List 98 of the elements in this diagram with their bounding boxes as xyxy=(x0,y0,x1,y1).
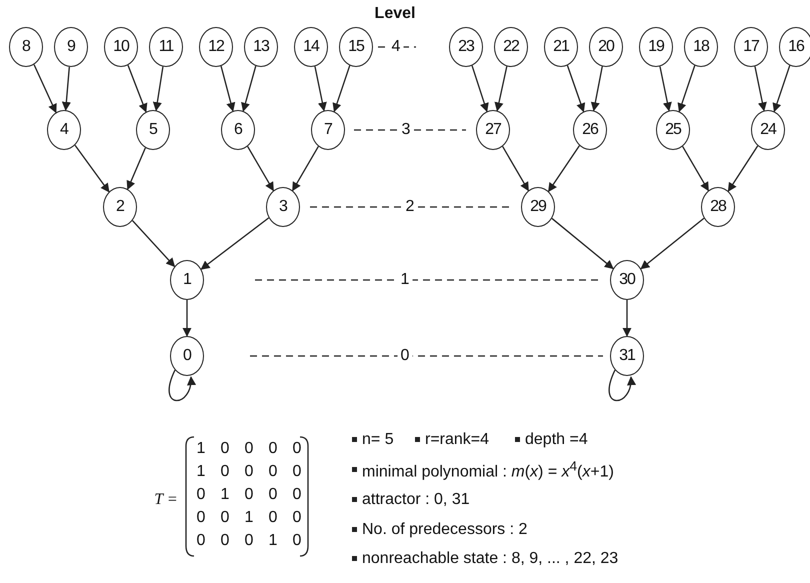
matrix-entry: 0 xyxy=(292,440,302,458)
state-circle: 26 xyxy=(573,110,607,150)
state-circle: 12 xyxy=(199,27,233,67)
matrix-entry: 0 xyxy=(268,463,278,481)
state-circle: 0 xyxy=(170,336,204,376)
arrow xyxy=(126,148,146,190)
state-circle: 13 xyxy=(244,27,278,67)
matrix-entry: 0 xyxy=(244,440,254,458)
state-circle: 22 xyxy=(494,27,528,67)
state-circle: 17 xyxy=(734,27,768,67)
arrow xyxy=(471,65,489,112)
state-circle: 4 xyxy=(47,110,81,150)
arrow xyxy=(622,300,632,337)
state-circle: 23 xyxy=(449,27,483,67)
property-text: No. of predecessors : 2 xyxy=(362,521,528,539)
matrix-entry: 0 xyxy=(220,440,230,458)
arrow xyxy=(127,64,148,113)
arrow xyxy=(772,65,790,112)
level-heading: Level xyxy=(374,5,416,23)
matrix-entry: 1 xyxy=(196,440,206,458)
arrow xyxy=(168,370,196,402)
state-circle: 15 xyxy=(339,27,373,67)
matrix-entry: 0 xyxy=(220,509,230,527)
state-circle: 19 xyxy=(639,27,673,67)
matrix-entry: 0 xyxy=(268,440,278,458)
arrow xyxy=(247,146,274,192)
state-circle: 31 xyxy=(610,336,644,376)
matrix-entry: 0 xyxy=(292,486,302,504)
arrow xyxy=(548,145,580,192)
arrow xyxy=(608,370,636,402)
arrow xyxy=(33,64,57,114)
property-text: n= 5 xyxy=(362,431,394,449)
arrow xyxy=(292,146,319,192)
matrix-entry: 0 xyxy=(244,532,254,550)
state-circle: 16 xyxy=(779,27,810,67)
arrow xyxy=(220,66,236,112)
arrow xyxy=(754,66,767,112)
matrix-entry: 0 xyxy=(196,532,206,550)
arrow xyxy=(241,66,256,112)
matrix-entry: 0 xyxy=(292,532,302,550)
arrow xyxy=(552,218,614,270)
property-text: depth =4 xyxy=(525,431,588,449)
arrow xyxy=(728,146,758,192)
state-circle: 30 xyxy=(610,260,644,300)
arrow xyxy=(62,66,71,111)
state-circle: 3 xyxy=(266,187,300,227)
state-circle: 5 xyxy=(136,110,170,150)
arrow xyxy=(152,66,164,112)
arrow xyxy=(332,65,350,112)
matrix-entry: 0 xyxy=(268,486,278,504)
state-circle: 27 xyxy=(476,110,510,150)
arrow xyxy=(682,146,709,192)
property-text: attractor : 0, 31 xyxy=(362,491,470,509)
state-circle: 20 xyxy=(589,27,623,67)
arrow xyxy=(678,65,696,112)
arrow xyxy=(314,66,327,112)
arrow xyxy=(182,300,192,337)
state-circle: 6 xyxy=(221,110,255,150)
arrow xyxy=(200,217,270,270)
arrow xyxy=(566,65,586,112)
matrix-entry: 0 xyxy=(244,486,254,504)
property-text: minimal polynomial : m(x) = x$^{4}$(x+1) xyxy=(362,458,614,482)
arrow xyxy=(502,146,529,192)
state-circle: 14 xyxy=(294,27,328,67)
state-circle: 29 xyxy=(521,187,555,227)
matrix-entry: 1 xyxy=(244,509,254,527)
state-circle: 10 xyxy=(104,27,138,67)
matrix-entry: 1 xyxy=(196,463,206,481)
matrix-entry: 0 xyxy=(292,463,302,481)
state-circle: 8 xyxy=(9,27,43,67)
matrix-entry: 0 xyxy=(268,509,278,527)
state-circle: 11 xyxy=(149,27,183,67)
property-text: nonreachable state : 8, 9, ... , 22, 23 xyxy=(362,550,618,568)
matrix-entry: 1 xyxy=(268,532,278,550)
arrow xyxy=(132,220,176,268)
state-circle: 9 xyxy=(54,27,88,67)
property-text: r=rank=4 xyxy=(425,431,490,449)
arrow xyxy=(640,218,704,270)
matrix-entry: 0 xyxy=(196,509,206,527)
state-circle: 25 xyxy=(656,110,690,150)
matrix-entry: 0 xyxy=(244,463,254,481)
state-circle: 24 xyxy=(751,110,785,150)
state-circle: 7 xyxy=(311,110,345,150)
state-circle: 28 xyxy=(701,187,735,227)
state-circle: 2 xyxy=(103,187,137,227)
matrix-entry: 0 xyxy=(220,463,230,481)
state-circle: 1 xyxy=(170,260,204,300)
arrow xyxy=(590,66,603,112)
matrix-name: T = xyxy=(154,491,178,509)
arrow xyxy=(659,66,672,112)
matrix-entry: 0 xyxy=(292,509,302,527)
matrix-entry: 0 xyxy=(220,532,230,550)
state-circle: 21 xyxy=(544,27,578,67)
arrow xyxy=(74,144,110,193)
matrix-entry: 0 xyxy=(196,486,206,504)
state-circle: 18 xyxy=(684,27,718,67)
matrix-entry: 1 xyxy=(220,486,230,504)
arrow xyxy=(494,66,508,112)
